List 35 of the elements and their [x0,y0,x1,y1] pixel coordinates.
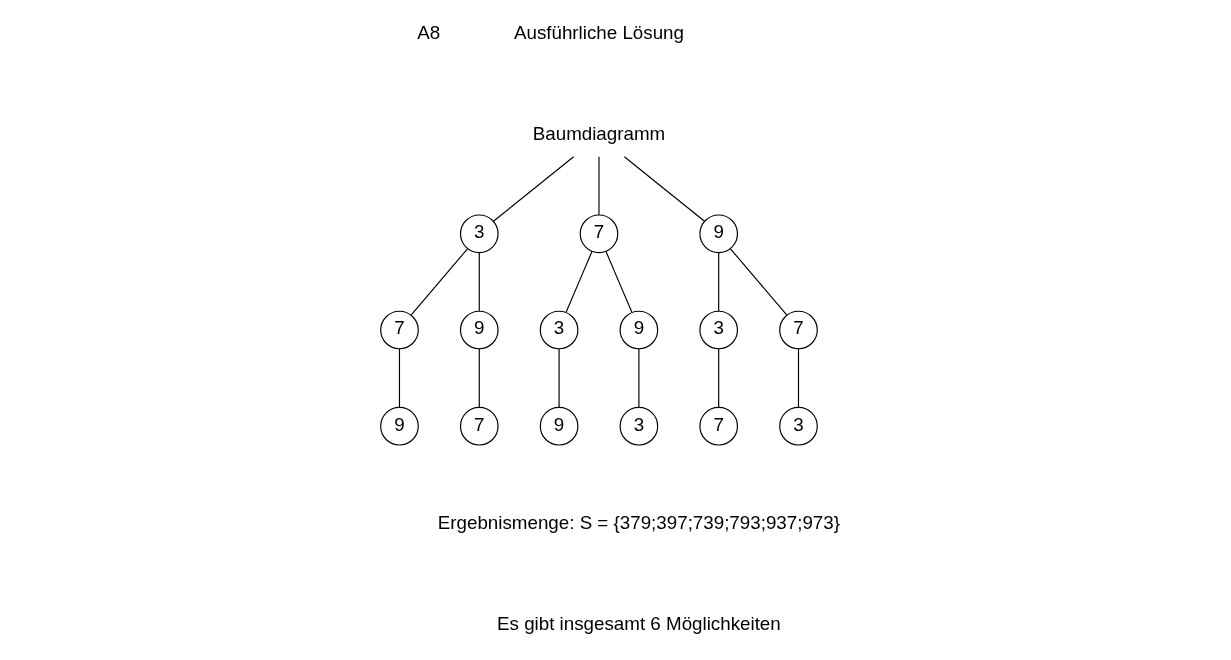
connector [717,252,719,312]
node-circle: 3 [698,310,738,350]
node-circle: 9 [379,406,419,446]
label: A8 [416,21,440,43]
connector [410,248,468,316]
node-circle: 7 [459,406,499,446]
connector [729,248,787,316]
connector [717,348,719,408]
node-circle: 7 [379,310,419,350]
connector [398,348,400,408]
label: Es gibt insgesamt 6 Möglichkeiten [496,613,781,635]
connector [478,348,480,408]
connector [604,250,632,313]
node-circle: 9 [539,406,578,446]
node-circle: 7 [778,310,818,350]
connector [597,156,600,216]
node-circle: 3 [778,406,818,446]
node-circle: 9 [459,310,499,350]
node-circle: 3 [539,310,578,350]
label: Ausführliche Lösung [513,21,684,43]
connector [623,156,705,222]
node-circle: 9 [698,214,738,254]
connector [797,348,799,408]
node-circle: 9 [619,310,658,350]
label: Ergebnismenge: S = {379;397;739;793;937;973} [437,512,840,534]
node-circle: 3 [459,214,499,254]
node-circle: 7 [579,214,618,254]
connector [558,348,560,408]
node-text: Baumdiagramm [532,122,665,144]
connector [478,252,480,312]
connector [565,250,593,313]
node-circle: 7 [698,406,738,446]
connector [492,156,574,222]
connector [637,348,639,408]
node-circle: 3 [619,406,658,446]
